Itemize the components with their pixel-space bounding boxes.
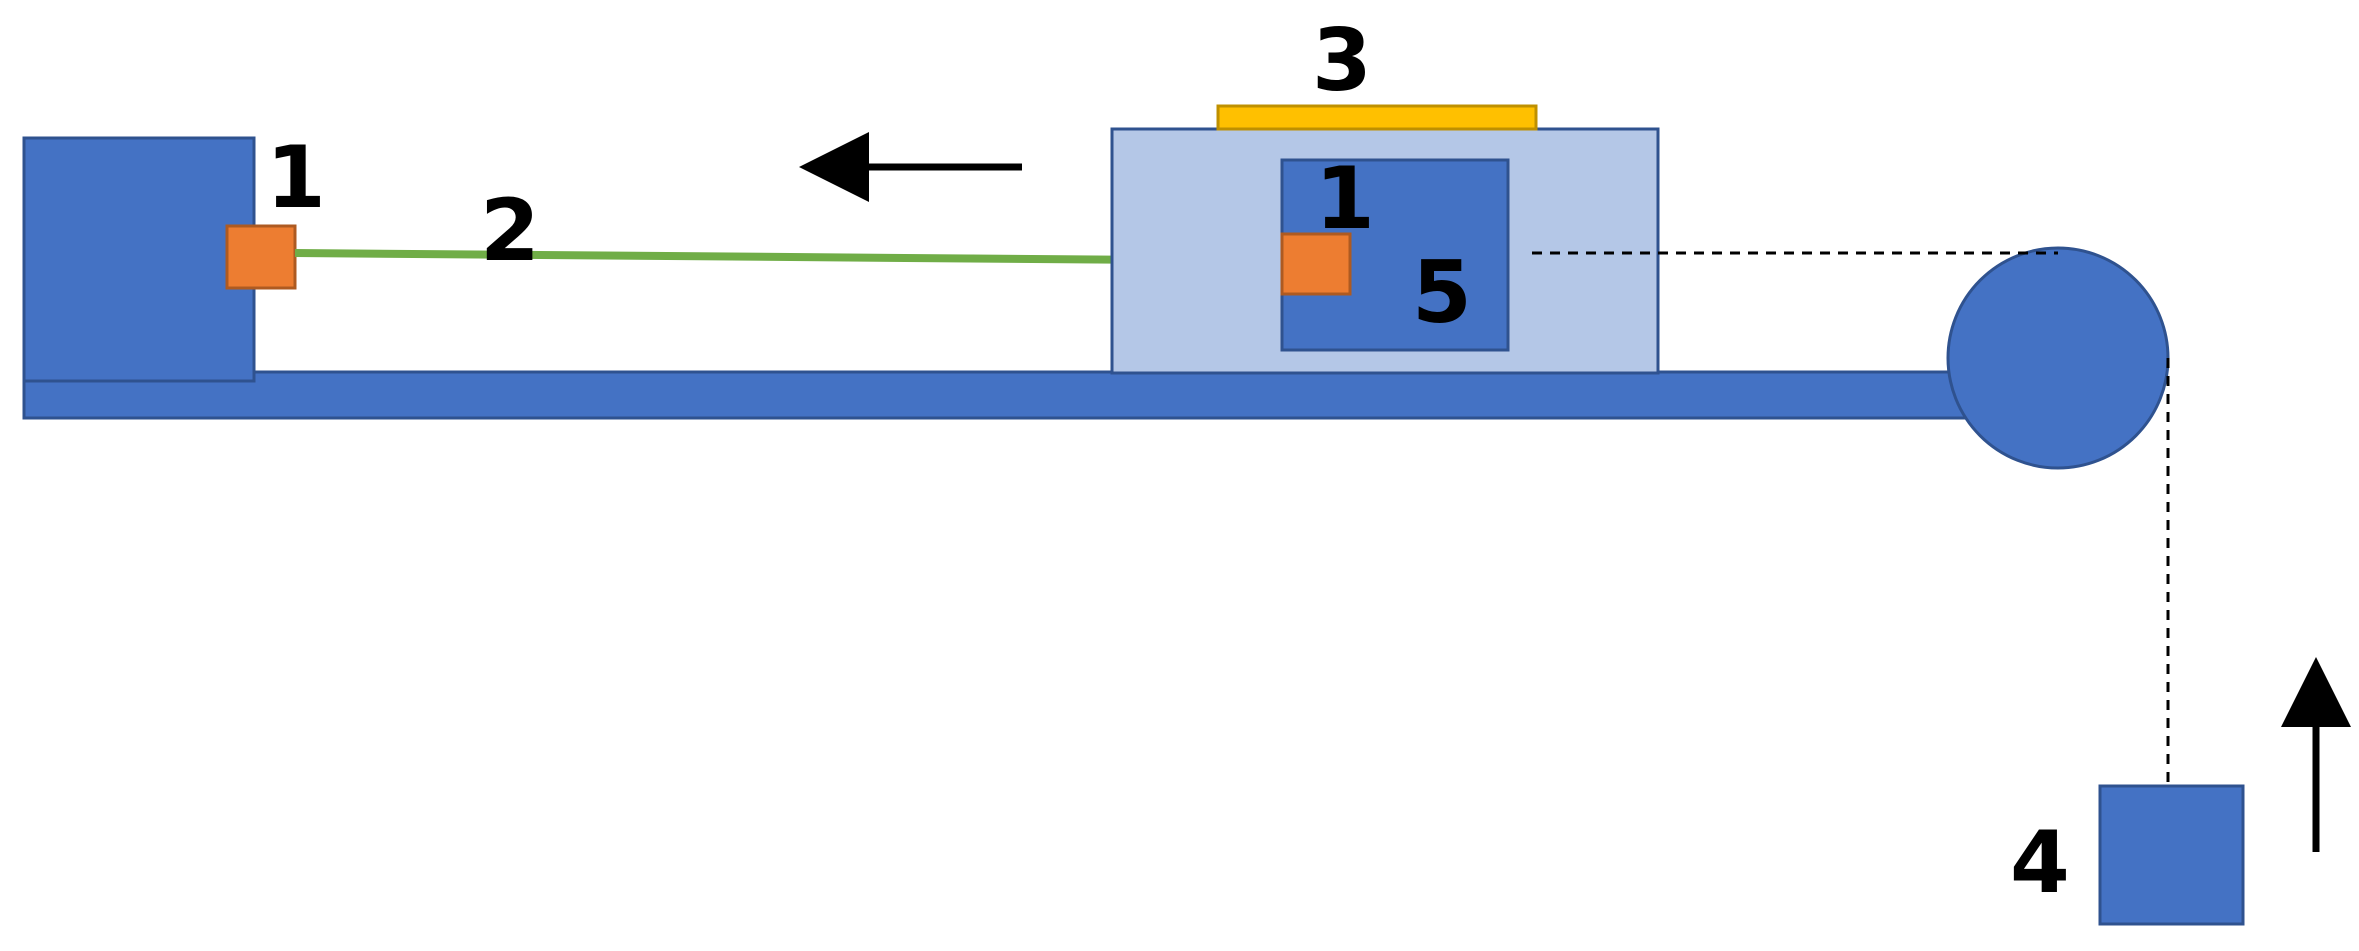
label-green-wire: 2 (480, 181, 540, 281)
track-base (22, 370, 2006, 420)
inner-sensor (1280, 232, 1352, 296)
pulley (1946, 246, 2170, 470)
label-inner-block: 5 (1412, 243, 1472, 343)
left-sensor (225, 224, 297, 290)
left-fixed-block (22, 136, 256, 383)
label-inner-sensor: 1 (1315, 149, 1375, 249)
hanging-weight (2098, 784, 2245, 926)
label-hanging-weight: 4 (2010, 813, 2070, 913)
label-left-sensor: 1 (266, 128, 326, 228)
top-plate (1216, 104, 1538, 131)
label-top-plate: 3 (1312, 11, 1372, 111)
